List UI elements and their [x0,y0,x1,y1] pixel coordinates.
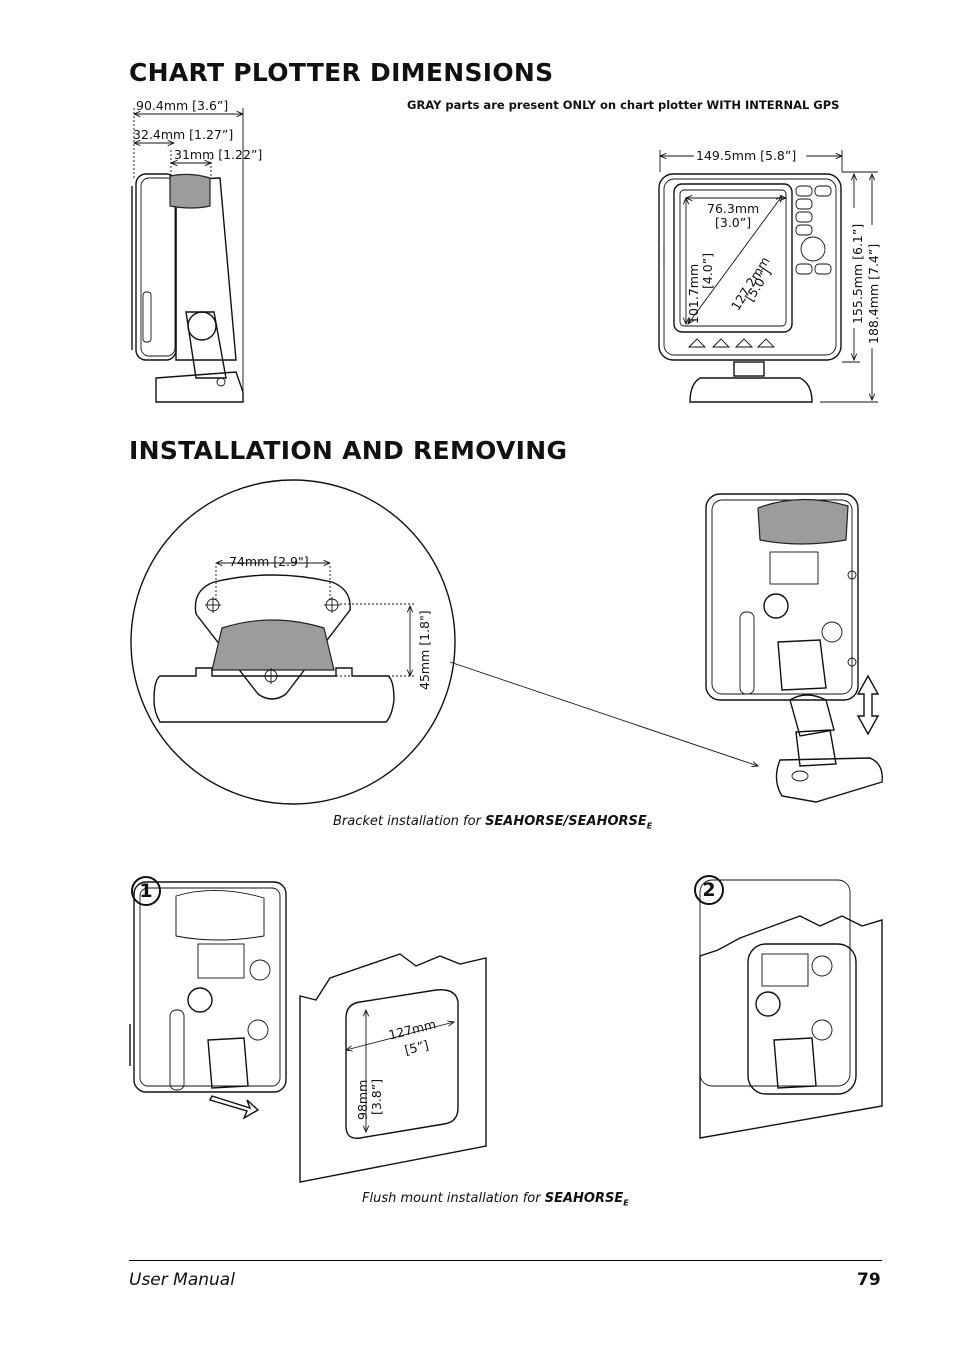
side-view-device [131,173,244,403]
gps-antenna-side [169,173,211,209]
flush-step2-device [699,879,883,1139]
front-view-dimensions [660,150,878,403]
footer-rule [129,1260,882,1261]
gray-parts-note: GRAY parts are present ONLY on chart plo… [407,98,840,112]
section-title-installation: INSTALLATION AND REMOVING [129,436,568,465]
side-width-front-label: 32.4mm [1.27”] [133,127,234,142]
side-width-total-label: 90.4mm [3.6”] [136,98,229,113]
up-down-arrow [856,674,880,736]
remove-arrow [209,1095,260,1120]
page-number: 79 [857,1270,881,1290]
side-width-gps-label: 31mm [1.22”] [174,147,263,162]
flush-caption: Flush mount installation for SEAHORSEE [362,1191,629,1208]
bracket-detail-circle [130,479,758,805]
step-1-badge: 1 [131,876,161,906]
gps-antenna-back [757,498,849,545]
bracket-gray-part [211,619,335,671]
footer-manual-label: User Manual [129,1270,235,1290]
step-2-badge: 2 [694,875,724,905]
front-width-label: 149.5mm [5.8”] [696,148,797,163]
bracket-caption: Bracket installation for SEAHORSE/SEAHOR… [333,814,653,831]
flush-cutout-panel [299,953,487,1183]
front-view-device [658,173,842,403]
bracket-install-device [705,493,883,803]
flush-step1-device [129,881,287,1120]
section-title-dimensions: CHART PLOTTER DIMENSIONS [129,58,554,87]
side-view-dimensions [134,108,243,402]
